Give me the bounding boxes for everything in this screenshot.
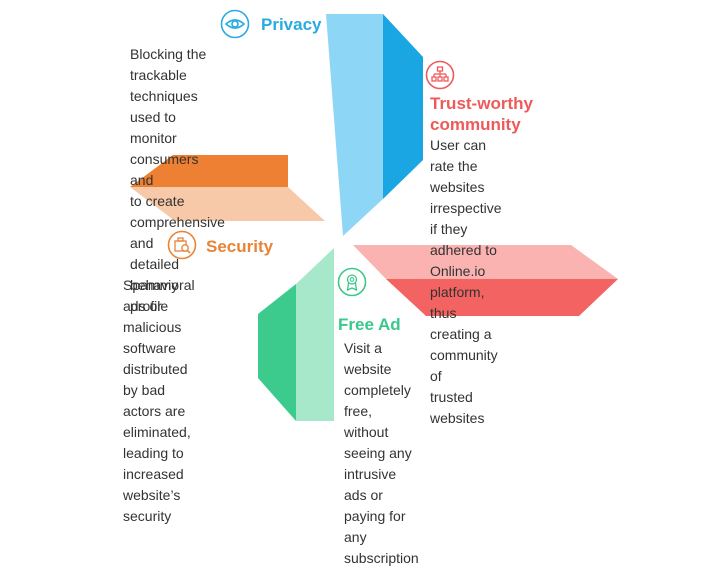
security-description: Spammy ads or malicious software distrib… — [123, 277, 191, 524]
security-scan-icon — [167, 230, 197, 260]
trust-title-line2: community — [430, 115, 521, 134]
trust-title-line1: Trust-worthy — [430, 94, 533, 113]
petal-shapes — [130, 14, 618, 421]
freead-description: Visit a website completely free, without… — [344, 340, 419, 566]
freead-petal-dark — [258, 284, 296, 421]
privacy-description: Blocking the trackable techniques used t… — [130, 46, 225, 314]
privacy-title: Privacy — [261, 15, 322, 34]
trust-description: User can rate the websites irrespective … — [430, 137, 502, 426]
privacy-petal-dark — [383, 14, 423, 199]
trust-petal-light — [353, 245, 618, 279]
privacy-petal-light — [326, 14, 383, 236]
eye-icon — [220, 9, 250, 39]
security-title: Security — [206, 237, 274, 256]
benefits-diagram: Privacy Blocking the trackable technique… — [123, 9, 618, 566]
trust-petal-dark — [386, 279, 618, 316]
network-icon — [425, 60, 455, 90]
freead-petal-light — [296, 248, 334, 421]
security-petal-dark — [130, 155, 288, 187]
freead-title: Free Ad — [338, 315, 401, 334]
badge-icon — [337, 267, 367, 297]
security-petal-light — [130, 187, 325, 221]
